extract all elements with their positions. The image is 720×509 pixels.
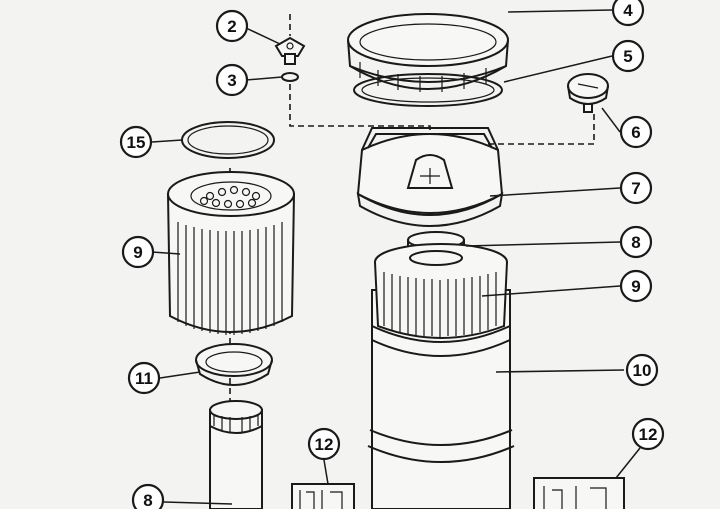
svg-text:7: 7 [631, 179, 640, 198]
housing-part [367, 243, 515, 509]
callout-12-left: 12 [307, 427, 341, 461]
callout-15: 15 [119, 125, 153, 159]
callout-9-right: 9 [619, 269, 653, 303]
gasket-ring-part [353, 73, 503, 107]
svg-text:5: 5 [623, 47, 632, 66]
seal-ring-part [181, 121, 275, 159]
svg-text:15: 15 [127, 133, 146, 152]
svg-text:8: 8 [631, 233, 640, 252]
svg-text:2: 2 [227, 17, 236, 36]
leader-lines [151, 9, 641, 505]
svg-text:3: 3 [227, 71, 236, 90]
collar-ring-part [195, 343, 273, 386]
pressure-gauge-part [567, 73, 609, 113]
tube-part [209, 400, 263, 509]
callout-5: 5 [611, 39, 645, 73]
callout-7: 7 [619, 171, 653, 205]
svg-text:11: 11 [135, 369, 153, 388]
svg-text:10: 10 [633, 361, 652, 380]
lid-part [356, 127, 504, 227]
clip-detail-left [291, 483, 355, 509]
threaded-ring-part [347, 13, 509, 92]
callout-12-right: 12 [631, 417, 665, 451]
callout-4: 4 [611, 0, 645, 27]
callout-8-upper: 8 [619, 225, 653, 259]
callout-10: 10 [625, 353, 659, 387]
callout-6: 6 [619, 115, 653, 149]
svg-text:9: 9 [133, 243, 142, 262]
callout-2: 2 [215, 9, 249, 43]
svg-text:6: 6 [631, 123, 640, 142]
vent-plug-part [274, 36, 306, 65]
washer-part [281, 72, 299, 82]
callout-11: 11 [127, 361, 161, 395]
svg-text:12: 12 [639, 425, 658, 444]
clip-detail-right [533, 477, 625, 509]
svg-text:12: 12 [315, 435, 334, 454]
assembly-line-gauge-to-lid [460, 114, 595, 145]
svg-text:8: 8 [143, 491, 152, 509]
callout-3: 3 [215, 63, 249, 97]
callout-9-left: 9 [121, 235, 155, 269]
svg-text:9: 9 [631, 277, 640, 296]
svg-text:4: 4 [623, 1, 633, 20]
callout-8-lower: 8 [131, 483, 165, 509]
filter-cartridge-part [166, 171, 296, 335]
